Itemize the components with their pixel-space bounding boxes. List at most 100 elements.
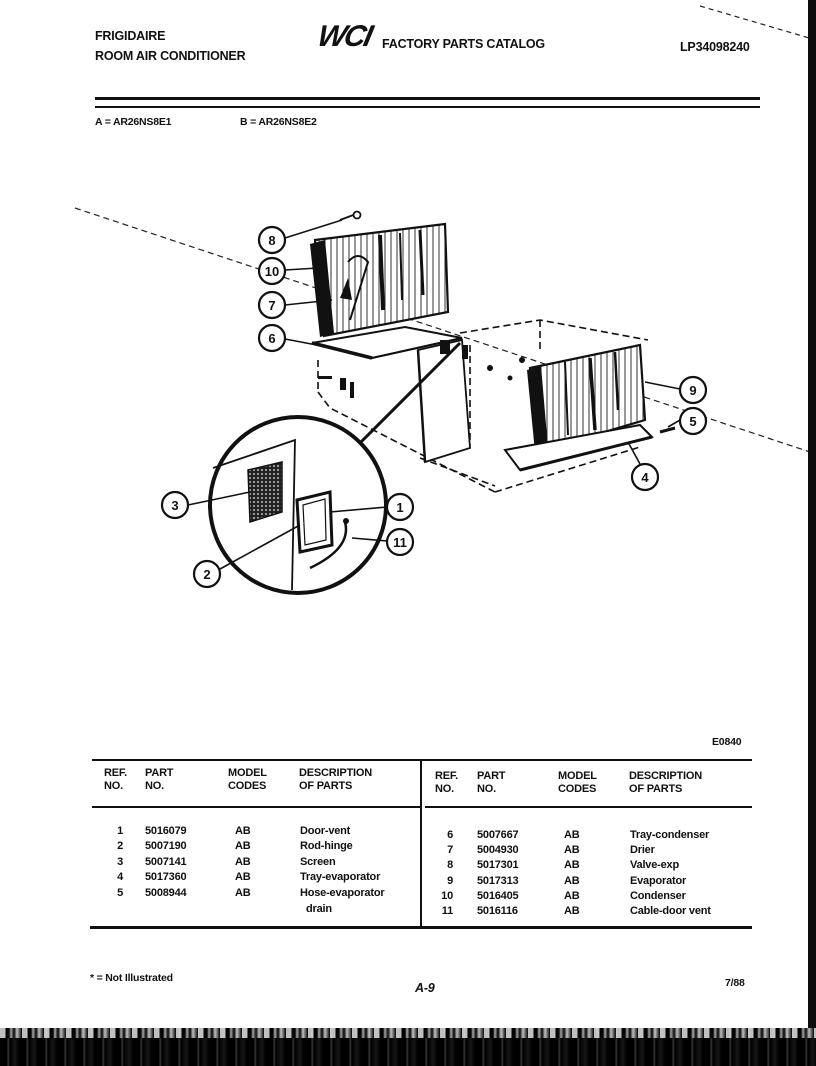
row-part-number: 5004930: [477, 844, 519, 856]
brand-name: FRIGIDAIRE: [95, 29, 166, 43]
condenser: [310, 222, 450, 338]
row-model-codes: AB: [235, 871, 251, 883]
catalog-number: LP34098240: [680, 40, 750, 54]
header-model: CODES: [558, 783, 597, 795]
row-description: Rod-hinge: [300, 840, 353, 852]
row-model-codes: AB: [235, 840, 251, 852]
callout-2-label: 2: [203, 567, 210, 582]
callout-6: 6: [257, 323, 287, 353]
row-part-number: 5007190: [145, 840, 187, 852]
callout-7: 7: [257, 290, 287, 320]
header-rule-bottom: [95, 106, 760, 108]
header-ref: REF.: [104, 767, 128, 779]
header-model: MODEL: [558, 770, 597, 782]
header-ref: NO.: [104, 780, 123, 792]
fan-compartment: [416, 338, 525, 464]
callout-5-label: 5: [689, 414, 696, 429]
callout-leaders: [187, 219, 681, 570]
row-description: Drier: [630, 844, 655, 856]
header-model: MODEL: [228, 767, 267, 779]
callout-3-label: 3: [171, 498, 178, 513]
row-model-codes: AB: [235, 887, 251, 899]
header-description: DESCRIPTION: [299, 767, 372, 779]
scan-edge-bottom: [0, 1028, 816, 1066]
callout-10-label: 10: [265, 264, 279, 279]
row-model-codes: AB: [564, 844, 580, 856]
row-description: Tray-condenser: [630, 829, 710, 841]
row-part-number: 5017301: [477, 859, 519, 871]
row-ref: 3: [117, 856, 123, 868]
header-part: NO.: [145, 780, 164, 792]
header-description: OF PARTS: [629, 783, 683, 795]
header-ref: REF.: [435, 770, 459, 782]
row-part-number: 5016405: [477, 890, 519, 902]
row-ref: 1: [117, 825, 123, 837]
callout-4: 4: [630, 462, 660, 492]
tray-evaporator: [503, 423, 654, 472]
row-description: Tray-evaporator: [300, 871, 381, 883]
callout-8: 8: [257, 225, 287, 255]
table-header-rule-left: [92, 806, 420, 808]
callout-8-label: 8: [268, 233, 275, 248]
row-ref: 7: [447, 844, 453, 856]
callout-7-label: 7: [268, 298, 275, 313]
callout-1-label: 1: [396, 500, 403, 515]
chassis-base: [317, 319, 649, 493]
row-ref: 5: [117, 887, 123, 899]
header-part: PART: [145, 767, 174, 779]
callout-6-label: 6: [268, 331, 275, 346]
row-model-codes: AB: [564, 859, 580, 871]
row-part-number: 5017313: [477, 875, 519, 887]
callout-3: 3: [160, 490, 190, 520]
callout-5: 5: [678, 406, 708, 436]
page-number: A-9: [415, 981, 435, 995]
table-header-rule-right: [425, 806, 752, 808]
row-description: Evaporator: [630, 875, 687, 887]
row-description: Condenser: [630, 890, 686, 902]
callout-9: 9: [678, 375, 708, 405]
callout-2: 2: [192, 559, 222, 589]
row-description: Door-vent: [300, 825, 351, 837]
detail-magnifier: [208, 341, 462, 595]
row-description: Valve-exp: [630, 859, 679, 871]
row-part-number: 5016079: [145, 825, 187, 837]
table-rule-bottom: [90, 926, 752, 929]
row-model-codes: AB: [564, 829, 580, 841]
expansion-valve: [339, 210, 362, 221]
row-part-number: 5017360: [145, 871, 187, 883]
row-part-number: 5007141: [145, 856, 187, 868]
figure-code: E0840: [712, 736, 742, 748]
row-ref: 6: [447, 829, 453, 841]
row-model-codes: AB: [564, 905, 580, 917]
catalog-title: FACTORY PARTS CATALOG: [382, 37, 545, 51]
row-ref: 9: [447, 875, 453, 887]
drain-hose: [659, 426, 676, 434]
callout-9-label: 9: [689, 383, 696, 398]
row-ref: 2: [117, 840, 123, 852]
header-model: CODES: [228, 780, 267, 792]
revision-date: 7/88: [725, 977, 745, 989]
row-part-number: 5016116: [477, 905, 518, 917]
row-ref: 10: [441, 890, 453, 902]
model-b-label: B = AR26NS8E2: [240, 116, 317, 128]
table-divider: [420, 760, 422, 928]
header-description: OF PARTS: [299, 780, 353, 792]
header-rule-top: [95, 97, 760, 100]
row-part-number: 5008944: [145, 887, 187, 899]
evaporator: [527, 343, 647, 454]
row-description: Screen: [300, 856, 336, 868]
footnote: * = Not Illustrated: [90, 972, 173, 984]
header-part: NO.: [477, 783, 496, 795]
header-description: DESCRIPTION: [629, 770, 702, 782]
row-ref: 11: [441, 905, 453, 917]
row-ref: 8: [447, 859, 453, 871]
callout-11: 11: [385, 527, 415, 557]
row-model-codes: AB: [564, 875, 580, 887]
model-a-label: A = AR26NS8E1: [95, 116, 172, 128]
row-model-codes: AB: [564, 890, 580, 902]
callout-11-label: 11: [393, 535, 407, 550]
header-part: PART: [477, 770, 506, 782]
callout-10: 10: [257, 256, 287, 286]
table-rule-top: [92, 759, 752, 761]
